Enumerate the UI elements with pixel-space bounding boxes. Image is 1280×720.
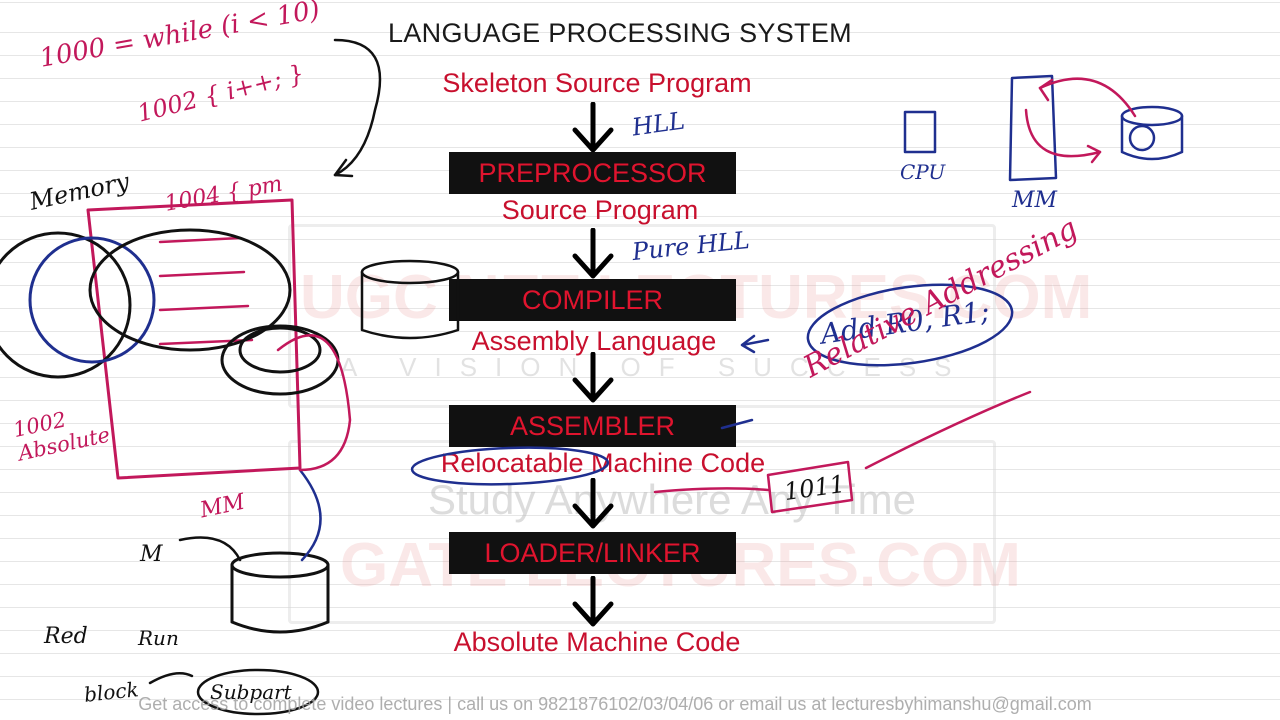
arrow-down-icon	[572, 352, 614, 403]
arrow-down-icon	[572, 576, 614, 627]
small-disk-sketch	[360, 259, 460, 285]
arrow-down-icon	[572, 478, 614, 529]
stage-assembler: ASSEMBLER	[449, 405, 736, 447]
main-memory-sketch	[1008, 74, 1058, 182]
arrow-down-icon	[572, 102, 614, 153]
label-assembly-language: Assembly Language	[471, 326, 717, 356]
note-m: M	[140, 542, 163, 567]
label-source-program: Source Program	[501, 195, 699, 225]
note-subpart: Subpart	[210, 680, 292, 704]
diagram-title: LANGUAGE PROCESSING SYSTEM	[388, 18, 852, 48]
stage-compiler: COMPILER	[449, 279, 736, 321]
memory-block-sketch	[86, 198, 302, 480]
large-disk-sketch	[230, 551, 330, 579]
note-run: Run	[138, 626, 179, 650]
watermark-tagline: A VISION OF SUCCESS	[340, 352, 970, 382]
note-cpu: CPU	[900, 160, 946, 184]
stage-preprocessor: PREPROCESSOR	[449, 152, 736, 194]
stage-loader-linker: LOADER/LINKER	[449, 532, 736, 574]
footer-contact-banner: Get access to complete video lectures | …	[138, 694, 1092, 714]
note-mm-right: MM	[1012, 188, 1058, 213]
binary-box-sketch	[766, 460, 854, 514]
arrow-down-icon	[572, 228, 614, 279]
label-relocatable-code: Relocatable Machine Code	[440, 448, 766, 478]
note-red: Red	[44, 624, 88, 649]
label-absolute-code: Absolute Machine Code	[453, 627, 741, 657]
add-instruction-oval	[806, 283, 1014, 367]
label-skeleton-source: Skeleton Source Program	[442, 68, 752, 98]
cpu-box-sketch	[903, 110, 937, 154]
